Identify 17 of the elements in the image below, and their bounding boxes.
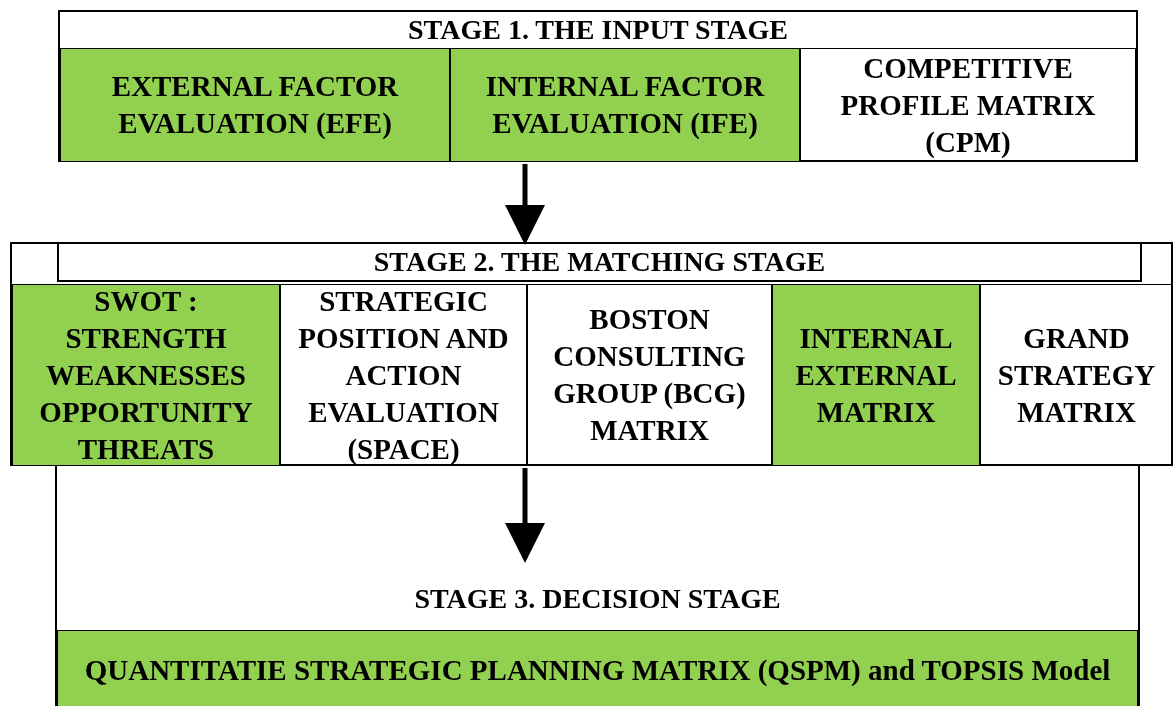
method-cell: INTERNAL FACTOR EVALUATION (IFE) [450, 48, 800, 162]
stage-panel [55, 560, 1140, 706]
stage-title: STAGE 3. DECISION STAGE [413, 583, 782, 615]
arrow [505, 164, 545, 245]
method-cell: STRATEGIC POSITION AND ACTION EVALUATION (SPACE) [280, 284, 527, 466]
stage-title: STAGE 1. THE INPUT STAGE [407, 14, 789, 46]
arrow [505, 468, 545, 563]
method-cell: GRAND STRATEGY MATRIX [980, 284, 1173, 466]
method-cell: COMPETITIVE PROFILE MATRIX (CPM) [800, 48, 1136, 162]
method-cell: SWOT : STRENGTH WEAKNESSES OPPORTUNITY THREATS [12, 284, 280, 466]
stage-title: STAGE 2. THE MATCHING STAGE [57, 242, 1142, 282]
method-cell: BOSTON CONSULTING GROUP (BCG) MATRIX [527, 284, 772, 466]
method-cell: EXTERNAL FACTOR EVALUATION (EFE) [60, 48, 450, 162]
stage-panel [10, 242, 1173, 466]
method-cell: INTERNAL EXTERNAL MATRIX [772, 284, 980, 466]
method-cell: QUANTITATIE STRATEGIC PLANNING MATRIX (QSPM) and TOPSIS Model [57, 630, 1138, 706]
stage-panel [58, 10, 1138, 162]
